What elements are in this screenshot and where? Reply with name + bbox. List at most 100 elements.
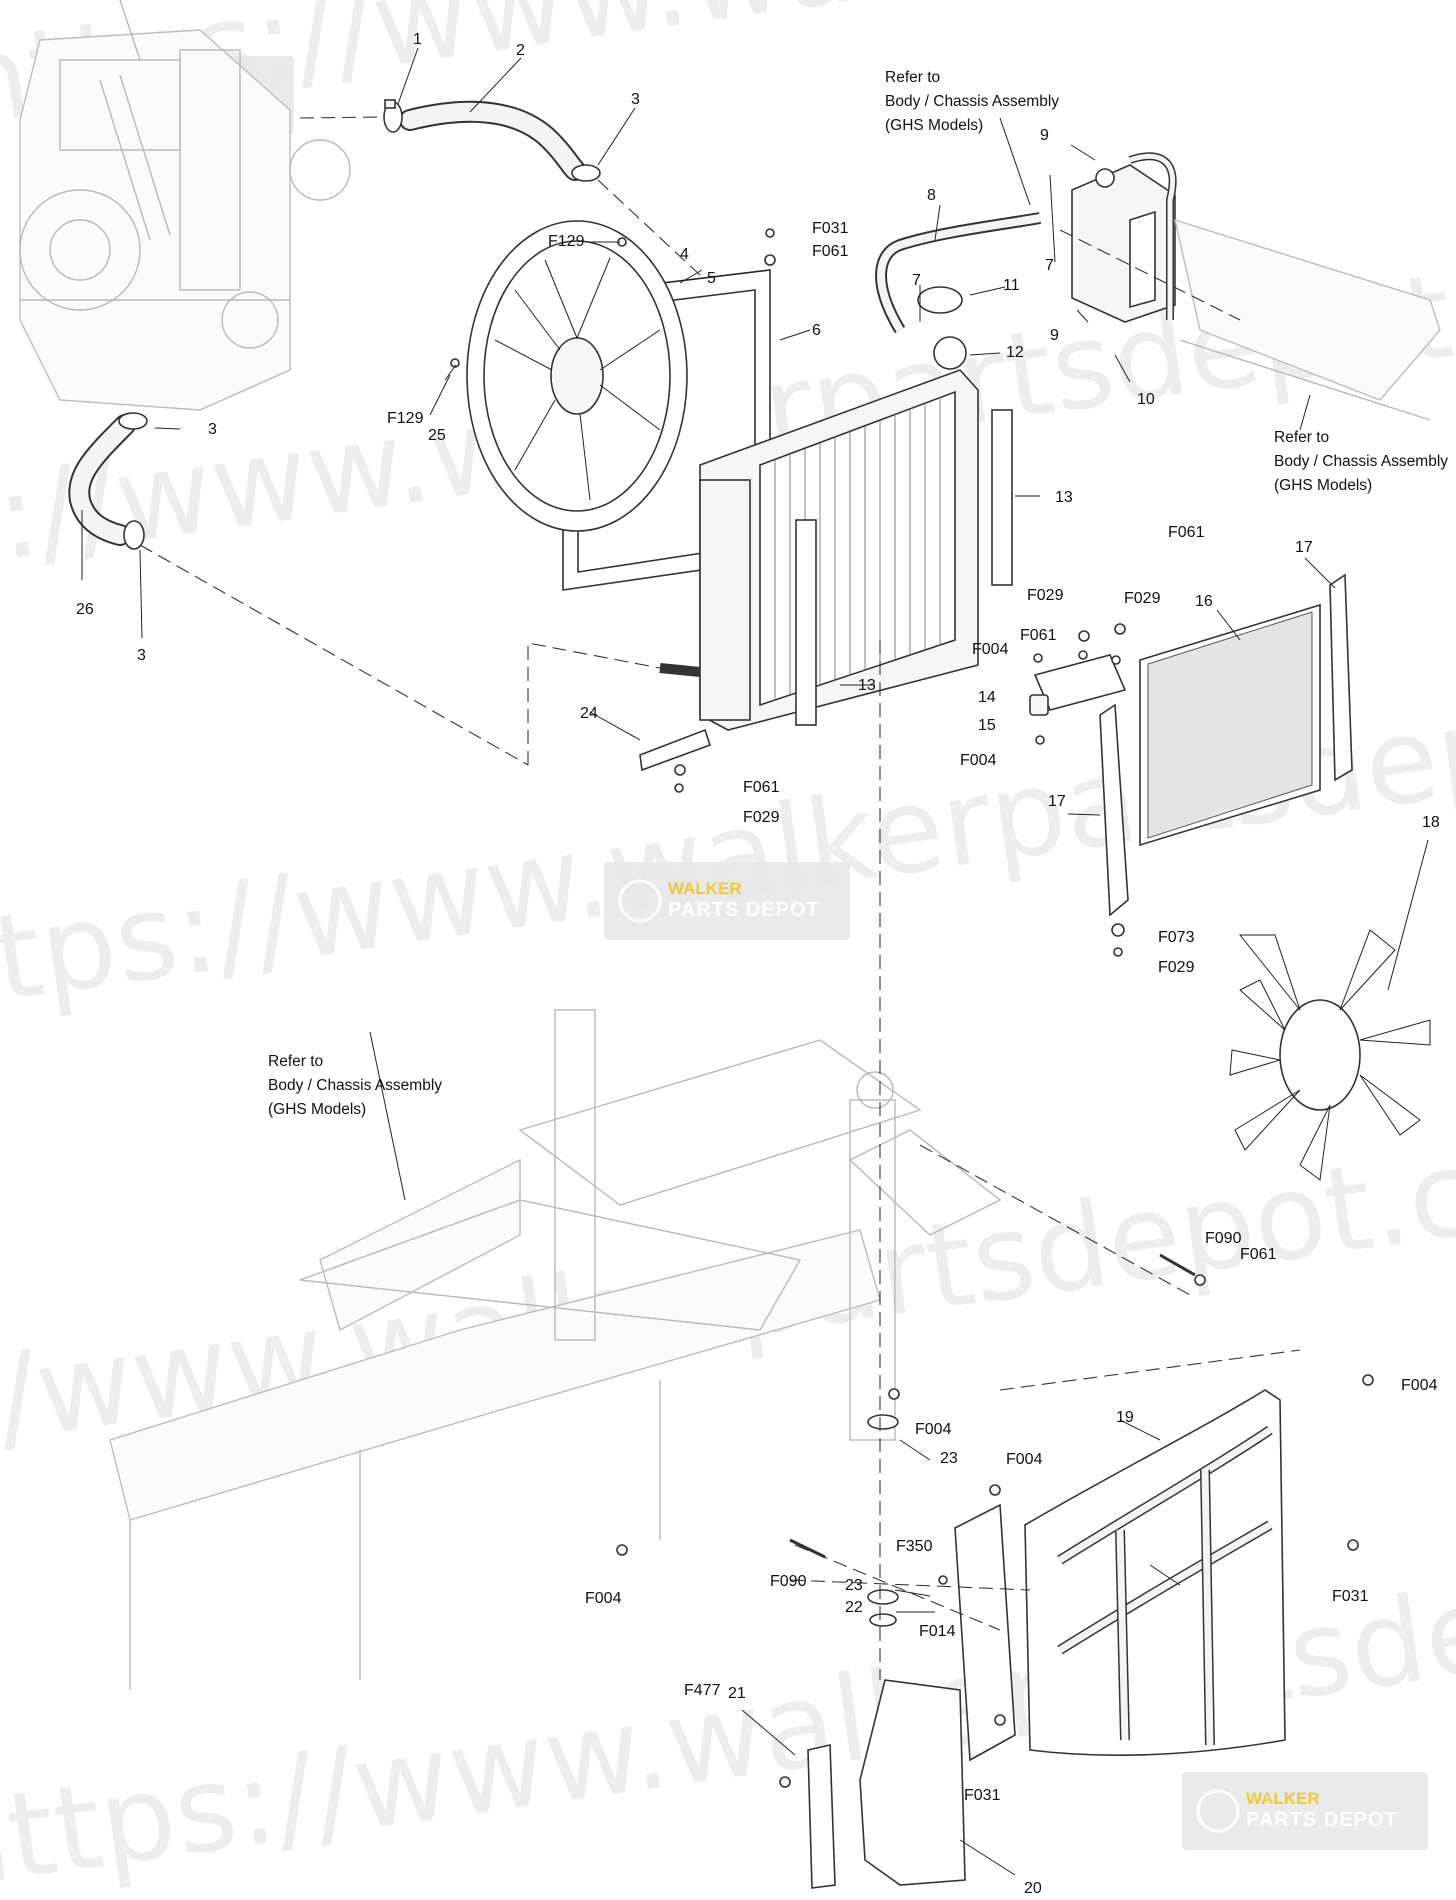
fastener-label: F029 [1158,959,1195,976]
mechanical-fan [1229,929,1431,1181]
callout-label: 5 [707,270,716,287]
reference-line: Body / Chassis Assembly [1274,453,1448,470]
callout-label: 2 [516,42,525,59]
callout-label: 16 [1195,593,1213,610]
reference-note: Refer to Body / Chassis Assembly (GHS Mo… [1274,429,1448,494]
small-plate [807,1744,836,1889]
rubber-mount [867,1414,899,1627]
callout-label: 1 [413,31,422,48]
seal-strip [795,409,1013,726]
lower-radiator-hose [68,414,136,546]
reference-line: Refer to [885,69,940,86]
side-bracket [1099,573,1353,917]
reference-line: (GHS Models) [268,1101,366,1118]
callout-label: 23 [940,1450,958,1467]
reference-line: Refer to [268,1053,323,1070]
fastener-label: F061 [1240,1246,1277,1263]
callout-label: 14 [978,689,996,706]
callout-label: 12 [1006,344,1024,361]
callout-label: 9 [1040,127,1049,144]
callout-label: 19 [1116,1409,1134,1426]
callout-label: 22 [845,1599,863,1616]
callout-label: 11 [1003,277,1020,294]
fastener-label: F129 [548,233,585,250]
cover-plate [859,1679,966,1886]
tank-bracket [1174,218,1441,421]
fastener-label: F477 [684,1682,721,1699]
logo-line1: WALKER [1246,1789,1320,1808]
fastener-label: F061 [743,779,780,796]
fastener-label: F031 [1332,1588,1369,1605]
leader-lines [81,47,1429,1876]
callout-label: 13 [1055,489,1073,506]
overflow-hose [875,212,1042,334]
callout-label: 6 [812,322,821,339]
walker-logo: WALKER PARTS DEPOT [604,862,850,940]
callout-label: 7 [912,272,921,289]
fastener-label: F090 [770,1573,807,1590]
fastener-label: F004 [960,752,997,769]
overflow-tank [1071,152,1177,323]
callout-label: 17 [1048,793,1066,810]
side-plate [954,1503,1016,1762]
callout-label: 9 [1050,327,1059,344]
callout-label: 8 [927,187,936,204]
fastener-label: F004 [972,641,1009,658]
fan-guard-screen [1139,603,1321,847]
hose-clamp [383,99,403,133]
fastener-label: F014 [919,1623,956,1640]
logo-line1: WALKER [668,879,742,898]
fastener-label: F004 [1006,1451,1043,1468]
hose-clamp [571,164,601,182]
reference-line: Body / Chassis Assembly [885,93,1059,110]
fastener-label: F029 [1124,590,1161,607]
hose-clamp [118,412,148,430]
fastener-label: F029 [1027,587,1064,604]
upper-radiator-hose [399,100,586,181]
fastener-label: F004 [585,1590,622,1607]
reference-line: (GHS Models) [885,117,983,134]
reference-line: Refer to [1274,429,1329,446]
callout-label: 24 [580,705,598,722]
radiator-cap [917,286,963,314]
callout-label: 21 [728,1685,746,1702]
fastener-label: F350 [896,1538,933,1555]
callout-label: 7 [1045,257,1054,274]
callout-label: 17 [1295,539,1313,556]
reference-note: Refer to Body / Chassis Assembly (GHS Mo… [885,69,1059,134]
fastener-label: F031 [812,220,849,237]
hose-clamp [123,520,145,550]
fastener-label: F061 [812,243,849,260]
callout-label: 15 [978,717,996,734]
fastener-label: F061 [1020,627,1057,644]
callout-label: 10 [1137,391,1155,408]
reference-line: Body / Chassis Assembly [268,1077,442,1094]
callout-label: 23 [845,1577,863,1594]
fastener-label: F031 [964,1787,1001,1804]
logo-line2: PARTS DEPOT [668,899,820,921]
fastener-label: F004 [915,1421,952,1438]
callout-label: 3 [137,647,146,664]
engine [19,0,351,411]
fastener-label: F129 [387,410,424,427]
logo-line2: PARTS DEPOT [1246,1809,1398,1831]
front-grille-guard [1024,1389,1286,1757]
chassis-frame [109,1009,1002,1690]
callout-label: 20 [1024,1880,1042,1897]
fastener-label: F073 [1158,929,1195,946]
mount-bracket [639,728,712,772]
callout-label: 4 [680,246,689,263]
callout-label: 3 [631,91,640,108]
callout-label: 18 [1422,814,1440,831]
reference-line: (GHS Models) [1274,477,1372,494]
electric-fan [466,220,688,532]
hardware [450,228,1374,1788]
mount-bracket [1029,654,1127,716]
assembly-lines [139,116,1301,1680]
fastener-label: F061 [1168,524,1205,541]
fastener-label: F090 [1205,1230,1242,1247]
fastener-label: F004 [1401,1377,1438,1394]
callout-labels: 1 2 3 3 3 4 5 6 7 7 8 9 9 10 11 12 13 13… [76,31,1440,1897]
